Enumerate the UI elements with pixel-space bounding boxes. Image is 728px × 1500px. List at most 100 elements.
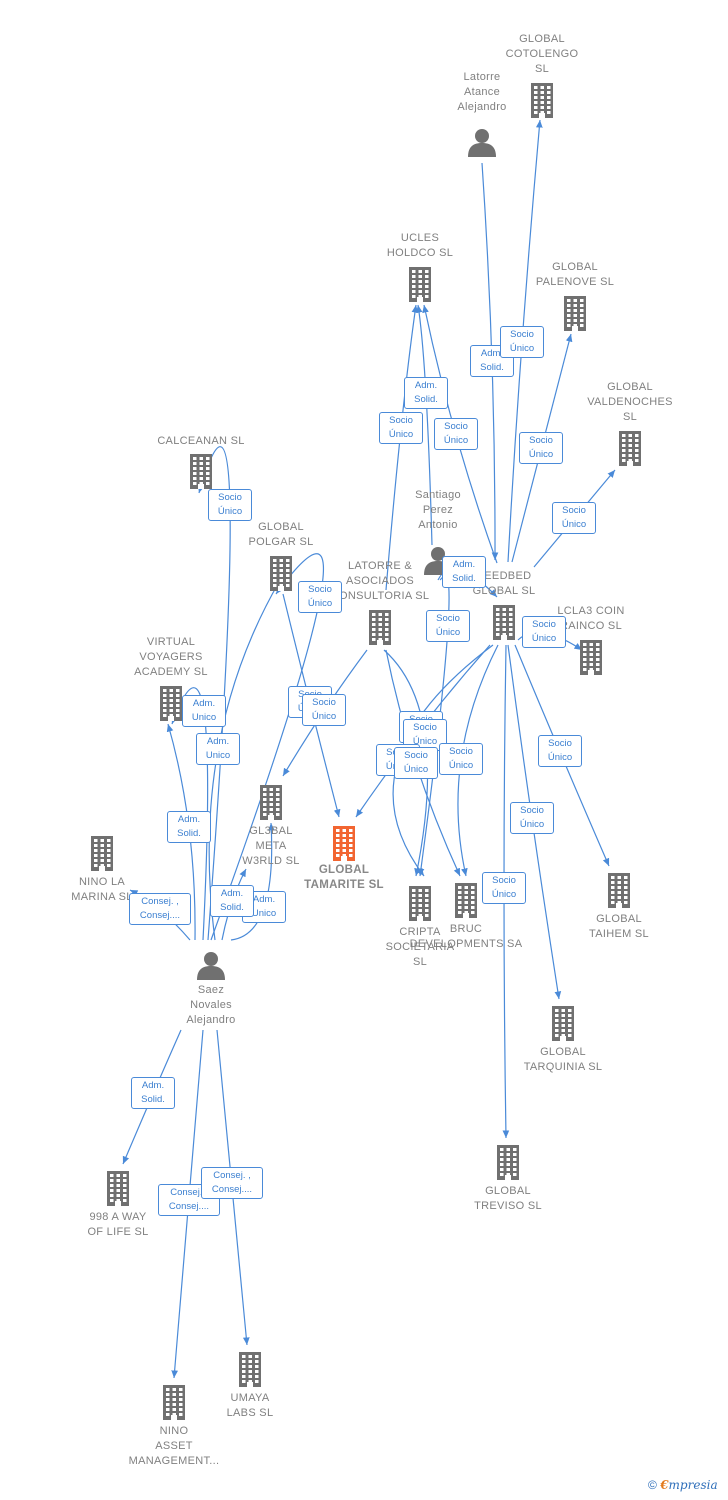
edge-latorre_asoc-to-ucles: [385, 304, 419, 591]
edge-badge-latorre_atance-to-seedbed[interactable]: Adm. Solid.: [470, 345, 514, 377]
node-seedbed[interactable]: [491, 604, 517, 645]
node-nino_asset[interactable]: [161, 1384, 187, 1425]
building-icon: [619, 431, 641, 466]
building-icon: [160, 686, 182, 721]
node-label-bruc[interactable]: BRUC DEVELOPMENTS SA: [409, 923, 523, 950]
node-lcla3[interactable]: [578, 639, 604, 680]
building-icon: [564, 296, 586, 331]
node-calceanan[interactable]: [188, 453, 214, 494]
node-ucles[interactable]: [407, 266, 433, 307]
building-icon: [260, 785, 282, 820]
edge-badge-saez-to-polgar[interactable]: Socio Único: [298, 581, 342, 613]
edge-badge-seedbed-to-cotolengo[interactable]: Socio Único: [500, 326, 544, 358]
node-latorre_asoc[interactable]: [367, 609, 393, 650]
node-label-polgar[interactable]: GLOBAL POLGAR SL: [248, 521, 314, 548]
node-label-treviso[interactable]: GLOBAL TREVISO SL: [474, 1185, 542, 1212]
building-icon: [107, 1171, 129, 1206]
edge-badge-saez-to-calceanan[interactable]: Socio Único: [208, 489, 252, 521]
person-icon: [468, 129, 496, 157]
edge-badge-saez-to-umaya[interactable]: Consej. , Consej....: [201, 1167, 263, 1199]
building-icon: [580, 640, 602, 675]
building-icon: [409, 267, 431, 302]
edge-badge-latorre_asoc-to-gl3bal[interactable]: Socio Único: [302, 694, 346, 726]
node-label-nino_asset[interactable]: NINO ASSET MANAGEMENT...: [128, 1425, 220, 1467]
edge-badge-latorre_asoc-to-bruc[interactable]: Socio Único: [394, 747, 438, 779]
node-valdenoches[interactable]: [617, 430, 643, 471]
edge-badge-seedbed-to-valdenoches[interactable]: Socio Único: [552, 502, 596, 534]
edge-badge-saez-to-virtual[interactable]: Adm. Solid.: [167, 811, 211, 843]
edge-badge-santiago-to-seedbed[interactable]: Adm. Solid.: [442, 556, 486, 588]
node-umaya[interactable]: [237, 1351, 263, 1392]
empresia-logo: €mpresia: [660, 1478, 718, 1492]
person-icon: [197, 952, 225, 980]
building-icon: [531, 83, 553, 118]
building-icon: [163, 1385, 185, 1420]
building-icon: [497, 1145, 519, 1180]
node-label-virtual[interactable]: VIRTUAL VOYAGERS ACADEMY SL: [134, 636, 208, 678]
node-label-valdenoches[interactable]: GLOBAL VALDENOCHES SL: [587, 381, 673, 423]
node-tarquinia[interactable]: [550, 1005, 576, 1046]
edge-badge-saez-to-way_of_life[interactable]: Adm. Solid.: [131, 1077, 175, 1109]
node-label-latorre_asoc[interactable]: LATORRE & ASOCIADOS CONSULTORIA SL: [330, 560, 430, 602]
building-icon: [493, 605, 515, 640]
node-label-tamarite[interactable]: GLOBAL TAMARITE SL: [304, 864, 384, 891]
node-virtual[interactable]: [158, 685, 184, 726]
node-saez[interactable]: [196, 950, 226, 985]
node-label-santiago[interactable]: Santiago Perez Antonio: [415, 489, 461, 531]
node-label-cotolengo[interactable]: GLOBAL COTOLENGO SL: [505, 33, 579, 75]
node-nino_marina[interactable]: [89, 835, 115, 876]
node-label-calceanan[interactable]: CALCEANAN SL: [157, 435, 245, 447]
edge-badge-saez-to-gl3bal[interactable]: Adm. Solid.: [210, 885, 254, 917]
node-label-taihem[interactable]: GLOBAL TAIHEM SL: [589, 913, 649, 940]
node-bruc[interactable]: [453, 882, 479, 923]
building-icon: [455, 883, 477, 918]
edge-badge-seedbed-to-ucles[interactable]: Socio Único: [434, 418, 478, 450]
building-icon: [91, 836, 113, 871]
node-treviso[interactable]: [495, 1144, 521, 1185]
node-cripta[interactable]: [407, 885, 433, 926]
edge-badge-seedbed-to-bruc[interactable]: Socio Único: [439, 743, 483, 775]
node-latorre_atance[interactable]: [467, 127, 497, 162]
edge-badge-saez-to-nino_marina[interactable]: Consej. , Consej....: [129, 893, 191, 925]
building-icon: [552, 1006, 574, 1041]
edge-badge-seedbed-to-treviso[interactable]: Socio Único: [482, 872, 526, 904]
building-icon: [239, 1352, 261, 1387]
node-label-ucles[interactable]: UCLES HOLDCO SL: [386, 232, 454, 259]
edge-badge-latorre_asoc-to-ucles[interactable]: Socio Único: [379, 412, 423, 444]
building-icon: [409, 886, 431, 921]
node-taihem[interactable]: [606, 872, 632, 913]
node-palenove[interactable]: [562, 295, 588, 336]
building-icon: [608, 873, 630, 908]
copyright-symbol: ©: [648, 1478, 657, 1492]
building-icon: [333, 826, 355, 861]
node-way_of_life[interactable]: [105, 1170, 131, 1211]
node-gl3bal[interactable]: [258, 784, 284, 825]
node-label-way_of_life[interactable]: 998 A WAY OF LIFE SL: [87, 1211, 149, 1238]
node-label-saez[interactable]: Saez Novales Alejandro: [186, 984, 236, 1026]
node-label-latorre_atance[interactable]: Latorre Atance Alejandro: [457, 71, 507, 113]
node-tamarite[interactable]: [331, 825, 357, 866]
edge-badge-saez-to-polgar[interactable]: Adm. Unico: [196, 733, 240, 765]
building-icon: [190, 454, 212, 489]
footer-brand: © €mpresia: [648, 1478, 718, 1492]
node-label-seedbed[interactable]: SEEDBED GLOBAL SL: [472, 570, 536, 597]
node-label-cripta[interactable]: CRIPTA SOCIETARIA SL: [385, 926, 455, 968]
edge-badge-seedbed-to-tarquinia[interactable]: Socio Único: [510, 802, 554, 834]
edge-badge-seedbed-to-lcla3[interactable]: Socio Único: [522, 616, 566, 648]
node-label-umaya[interactable]: UMAYA LABS SL: [226, 1392, 274, 1419]
node-label-palenove[interactable]: GLOBAL PALENOVE SL: [535, 261, 615, 288]
node-polgar[interactable]: [268, 555, 294, 596]
node-label-lcla3[interactable]: LCLA3 COIN RAINCO SL: [557, 605, 625, 632]
node-label-nino_marina[interactable]: NINO LA MARINA SL: [71, 876, 133, 903]
node-label-gl3bal[interactable]: GL3BAL META W3RLD SL: [242, 825, 300, 867]
edge-badge-santiago-to-ucles[interactable]: Adm. Solid.: [404, 377, 448, 409]
node-label-tarquinia[interactable]: GLOBAL TARQUINIA SL: [523, 1046, 603, 1073]
edge-badge-seedbed-to-taihem[interactable]: Socio Único: [538, 735, 582, 767]
edge-badge-santiago-to-cripta[interactable]: Socio Único: [426, 610, 470, 642]
node-cotolengo[interactable]: [529, 82, 555, 123]
building-icon: [270, 556, 292, 591]
edge-badge-seedbed-to-palenove[interactable]: Socio Único: [519, 432, 563, 464]
edge-badge-saez-to-virtual[interactable]: Adm. Unico: [182, 695, 226, 727]
